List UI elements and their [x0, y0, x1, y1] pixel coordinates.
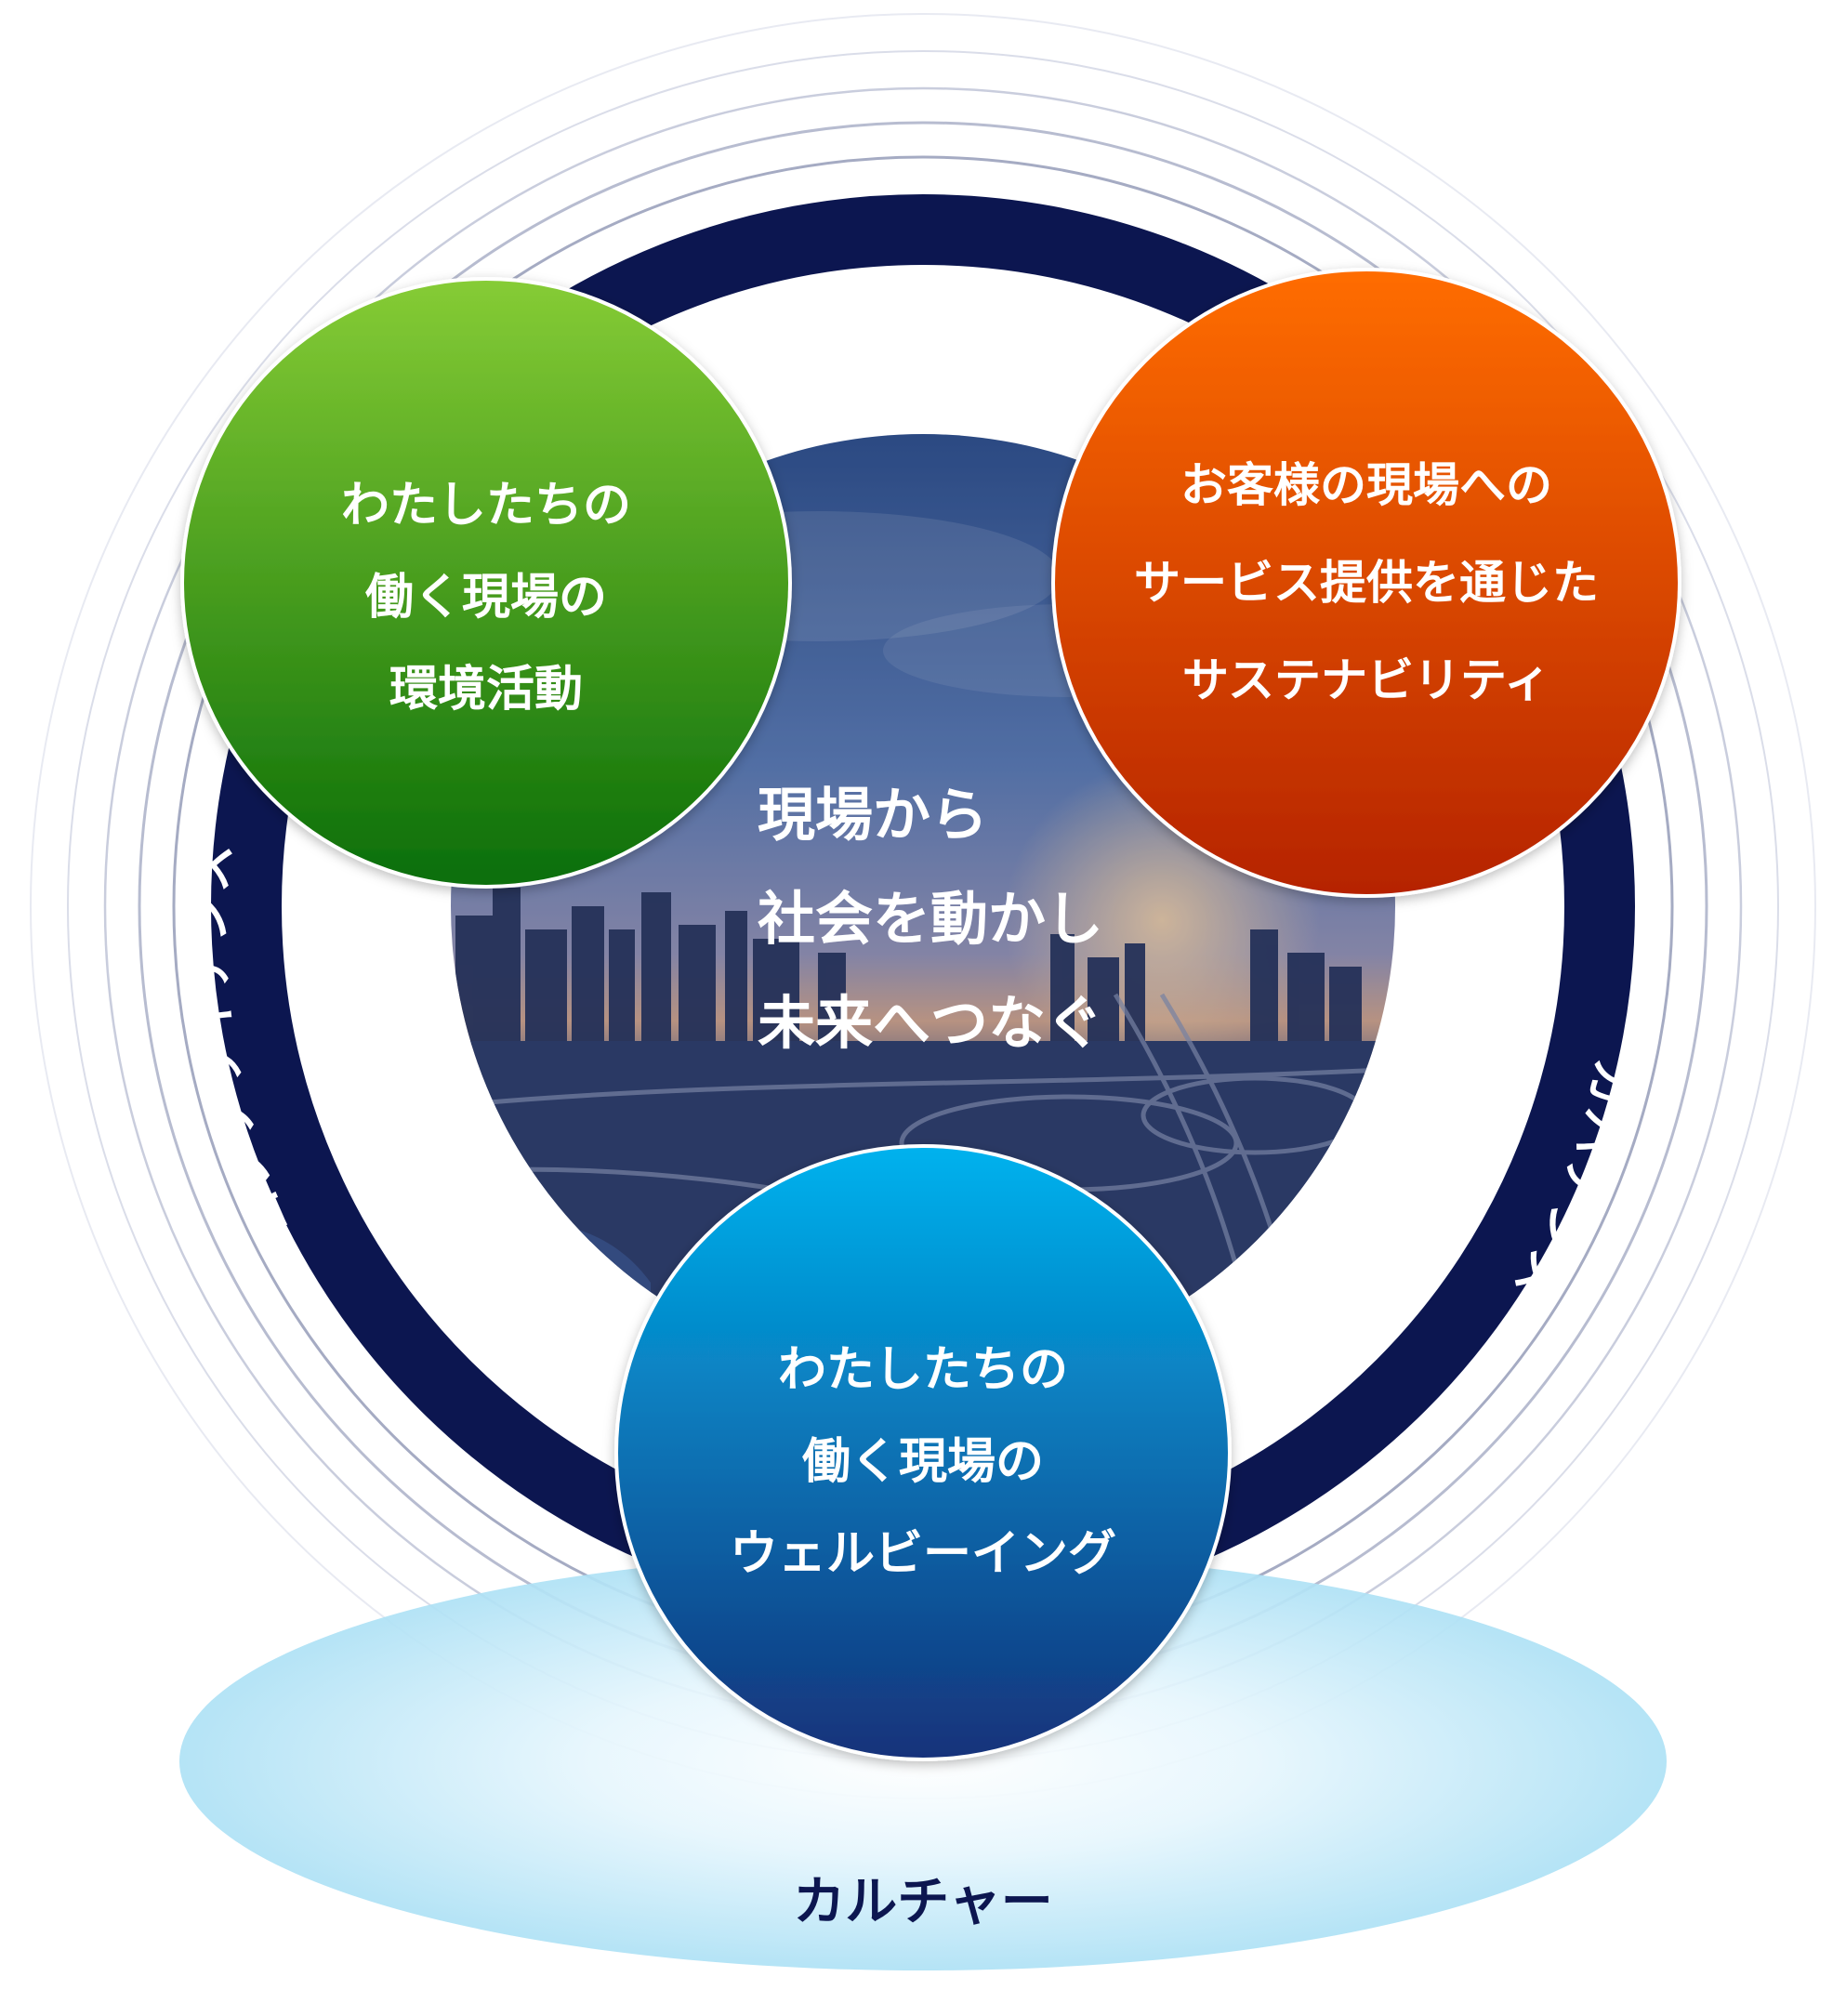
environment-line: 働く現場の	[365, 570, 607, 626]
sustainability-line: サービス提供を通じた	[1134, 556, 1599, 610]
sustainability-circle	[1051, 268, 1681, 898]
wellbeing-line: わたしたちの	[778, 1342, 1068, 1398]
wellbeing-circle	[614, 1144, 1232, 1761]
wellbeing-line: ウェルビーイング	[730, 1526, 1116, 1582]
wellbeing-line: 働く現場の	[802, 1434, 1044, 1490]
culture-label: カルチャー	[793, 1872, 1052, 1932]
environment-circle	[180, 277, 792, 889]
sustainability-line: サステナビリティ	[1182, 653, 1550, 707]
sustainability-line: お客様の現場への	[1180, 458, 1552, 512]
center-line: 未来へつなぐ	[758, 989, 1103, 1057]
environment-line: 環境活動	[389, 662, 583, 718]
environment-line: わたしたちの	[341, 478, 631, 534]
center-line: 現場から	[758, 781, 988, 849]
center-message: 現場から 社会を動かし 未来へつなぐ	[758, 781, 1103, 1057]
center-line: 社会を動かし	[758, 885, 1103, 953]
